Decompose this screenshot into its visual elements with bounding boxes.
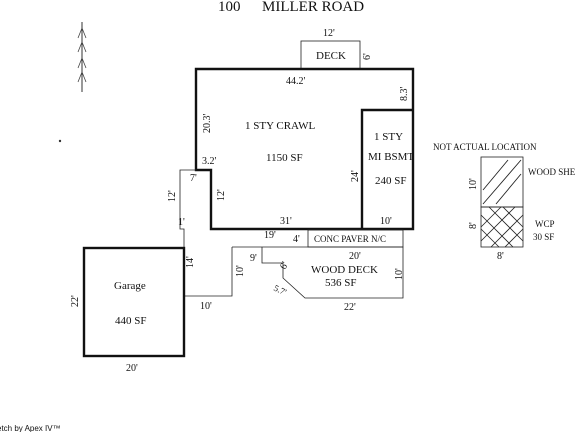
dim-wcp-height: 8' <box>468 222 479 229</box>
bsmt-line1: 1 STY <box>374 131 403 143</box>
dim-wd-diag: 5.7' <box>272 283 288 298</box>
wood-deck-outline <box>232 246 404 299</box>
dim-shed-height: 10' <box>468 178 479 190</box>
paver-label: CONC PAVER N/C <box>314 234 386 244</box>
main-room-area: 1150 SF <box>266 152 303 164</box>
dim-step-7: 7' <box>190 173 197 184</box>
deck-label: DECK <box>316 50 346 62</box>
wood-shed <box>480 156 524 208</box>
garage-name: Garage <box>114 280 146 292</box>
dim-paver-left: 19' <box>264 230 276 241</box>
wcp-area: 30 SF <box>533 232 554 242</box>
dim-right-upper: 8.3' <box>399 87 410 102</box>
wood-deck-area: 536 SF <box>325 277 357 289</box>
dim-main-bottom: 31' <box>280 216 292 227</box>
wcp-structure <box>480 206 524 248</box>
dim-connector-10: 10' <box>200 301 212 312</box>
bsmt-area: 240 SF <box>375 175 407 187</box>
dim-step-32: 3.2' <box>202 156 217 167</box>
dim-deck-top: 12' <box>323 28 335 39</box>
dim-bsmt-side: 24' <box>350 170 361 182</box>
main-room-name: 1 STY CRAWL <box>245 120 315 132</box>
bsmt-line2: MI BSMT <box>368 151 414 163</box>
marker-dot <box>58 139 62 143</box>
dim-wd-6: 6' <box>278 260 291 272</box>
dim-outer-12: 12' <box>167 190 178 202</box>
dim-garage-14: 14' <box>185 256 196 268</box>
dim-wd-10: 10' <box>235 265 246 277</box>
wood-deck-connector <box>184 247 233 297</box>
main-house-outline <box>194 67 415 231</box>
dim-short-1: 1' <box>178 217 185 228</box>
dim-wd-bottom: 22' <box>344 302 356 313</box>
dim-left-upper: 20.3' <box>202 114 213 134</box>
wood-shed-label: WOOD SHE <box>528 167 576 177</box>
address-street: MILLER ROAD <box>262 0 364 15</box>
garage-outline <box>82 246 186 358</box>
dim-wd-right: 10' <box>394 268 405 280</box>
dim-main-top: 44.2' <box>286 76 306 87</box>
credit-text: etch by Apex IV™ <box>0 424 61 432</box>
dim-bsmt-bottom: 10' <box>380 216 392 227</box>
dim-paver-height: 4' <box>293 234 300 245</box>
dim-deck-side: 6' <box>362 53 373 60</box>
dim-garage-width: 20' <box>126 363 138 374</box>
address-number: 100 <box>218 0 241 15</box>
side-step-outline <box>179 169 196 248</box>
dim-inner-12: 12' <box>216 189 227 201</box>
dim-wd-top: 20' <box>349 251 361 262</box>
dim-wd-9: 9' <box>250 253 257 264</box>
dim-garage-height: 22' <box>70 295 81 307</box>
basement-partition <box>360 108 413 229</box>
north-arrow-icon <box>77 22 87 92</box>
not-actual-location-label: NOT ACTUAL LOCATION <box>433 142 537 152</box>
dim-shed-width: 8' <box>497 251 504 262</box>
wcp-label: WCP <box>535 219 555 229</box>
wood-deck-name: WOOD DECK <box>311 264 378 276</box>
garage-area: 440 SF <box>115 315 147 327</box>
